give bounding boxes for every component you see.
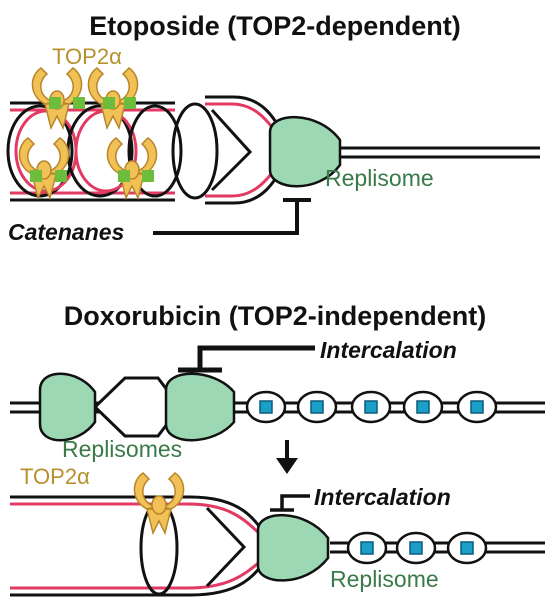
replisome-shape-2 — [256, 513, 330, 582]
panel-title-bottom: Doxorubicin (TOP2-independent) — [64, 301, 487, 331]
top2-label-bottom: TOP2α — [20, 464, 90, 489]
replisome-label-top: Replisome — [325, 165, 434, 191]
intercalated-bubbles-2 — [346, 531, 488, 565]
replisome-left-1 — [38, 372, 97, 442]
intercalation-label-2: Intercalation — [314, 484, 451, 510]
replisomes-label: Replisomes — [62, 436, 182, 462]
inhibition-bar-top — [153, 198, 311, 235]
inhibition-bar-2 — [270, 494, 310, 512]
top2-label-top: TOP2α — [52, 44, 122, 69]
intercalation-label-1: Intercalation — [320, 337, 457, 363]
panel-title-top: Etoposide (TOP2-dependent) — [89, 11, 461, 41]
catenanes-label: Catenanes — [8, 219, 124, 245]
intercalated-bubbles-1 — [245, 390, 498, 424]
replication-fork-top — [6, 95, 540, 205]
replisome-shape-top — [268, 115, 342, 188]
top2-enzymes-top — [18, 67, 158, 199]
replisome-label-2: Replisome — [330, 566, 439, 592]
replisome-right-1 — [164, 372, 236, 442]
transition-arrow-head — [276, 458, 298, 474]
inhibition-bar-1 — [178, 345, 315, 373]
top2-enzyme-bottom — [133, 472, 185, 534]
